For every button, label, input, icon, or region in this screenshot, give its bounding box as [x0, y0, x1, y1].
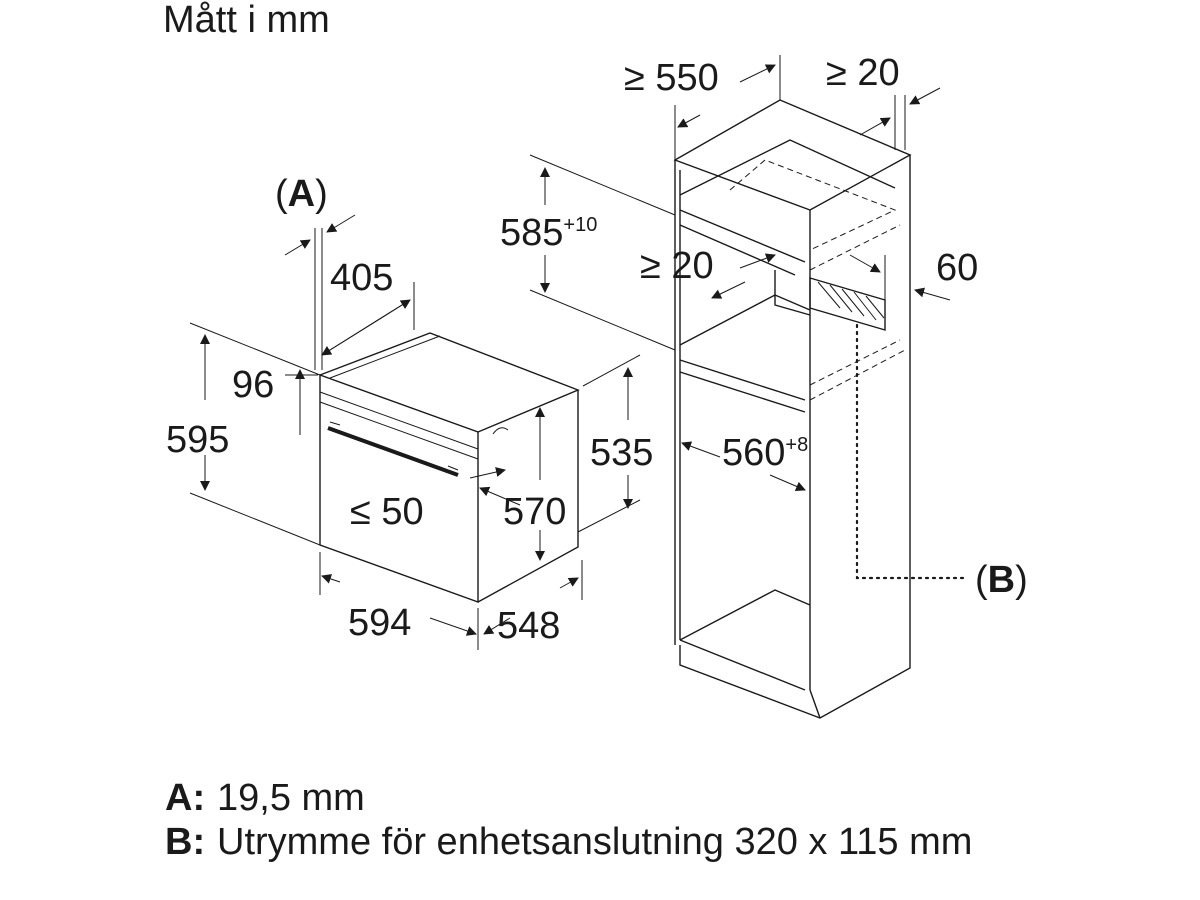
dim-96: 96: [232, 364, 318, 435]
label-585: 585+10: [500, 212, 597, 254]
diagram-title: Mått i mm: [163, 0, 330, 41]
label-560: 560+8: [722, 432, 808, 474]
svg-text:(A): (A): [275, 173, 328, 215]
label-50: ≤ 50: [350, 491, 424, 533]
label-20-top: ≥ 20: [826, 52, 900, 94]
label-60: 60: [936, 247, 978, 289]
dim-20-mid: ≥ 20: [640, 245, 776, 299]
legend-a-text: 19,5 mm: [217, 777, 365, 819]
dim-535: 535: [577, 354, 653, 533]
label-96: 96: [232, 364, 274, 406]
dim-548: 548: [483, 560, 583, 647]
svg-text:(B): (B): [975, 559, 1028, 601]
label-405: 405: [330, 257, 393, 299]
oven-drawing: [319, 332, 580, 603]
dim-20-top: ≥ 20: [826, 52, 941, 150]
marker-a: (A): [275, 173, 356, 370]
dim-50: ≤ 50: [350, 467, 521, 533]
legend-b: B: Utrymme för enhetsanslutning 320 x 115…: [165, 820, 1077, 864]
dim-405: 405: [321, 257, 415, 356]
legend-b-text: Utrymme för enhetsanslutning 320 x 115 m…: [217, 821, 973, 863]
label-550: ≥ 550: [624, 57, 719, 99]
label-595: 595: [166, 419, 229, 461]
label-594: 594: [348, 602, 411, 644]
label-20-mid: ≥ 20: [640, 245, 714, 287]
legend-a: A: 19,5 mm: [165, 776, 1077, 820]
label-535: 535: [590, 432, 653, 474]
legend-b-key: B:: [165, 821, 206, 863]
dim-60: 60: [849, 247, 978, 301]
dim-585: 585+10: [500, 154, 676, 351]
dim-550: ≥ 550: [624, 55, 781, 160]
label-570: 570: [503, 491, 566, 533]
dim-594: 594: [319, 552, 479, 650]
label-548: 548: [497, 605, 560, 647]
marker-b: (B): [855, 323, 1028, 601]
dim-560: 560+8: [681, 432, 808, 492]
dim-595: 595: [166, 322, 321, 546]
dim-570: 570: [503, 407, 566, 561]
cabinet-drawing: [673, 99, 912, 719]
legend-a-key: A:: [165, 777, 206, 819]
